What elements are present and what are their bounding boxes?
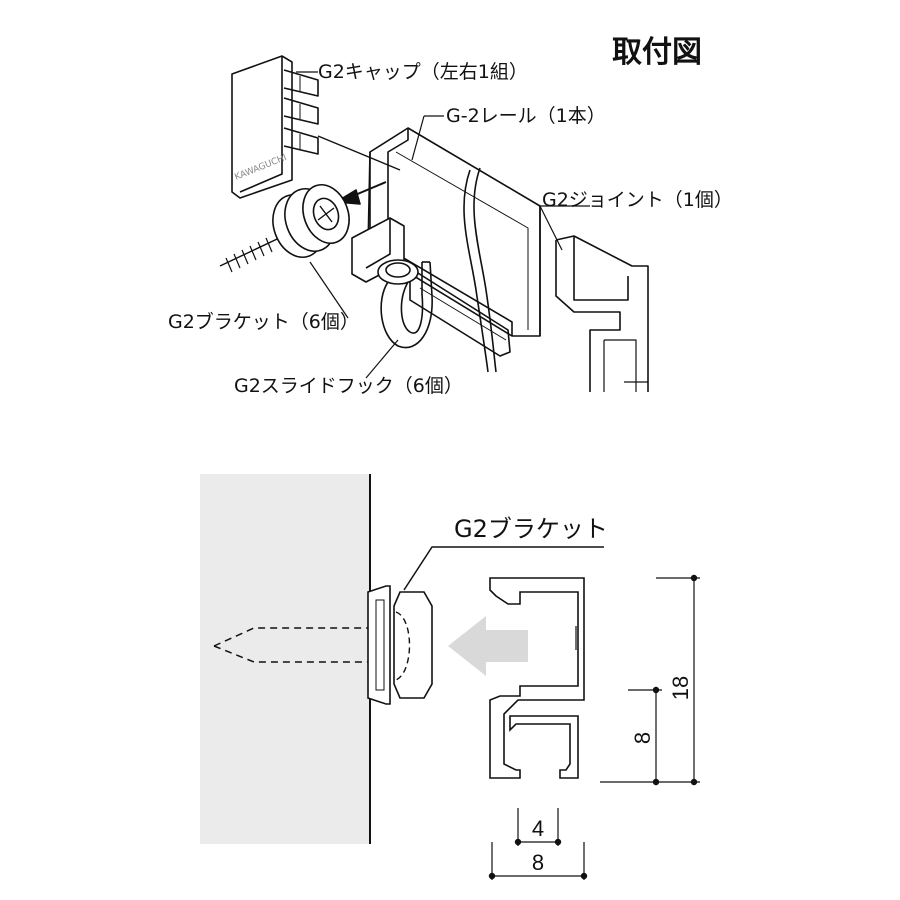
label-cap: G2キャップ（左右1組） — [318, 61, 528, 83]
dimension-lines — [488, 574, 700, 880]
dim-height-total: 18 — [668, 676, 693, 700]
section-bracket-label: G2ブラケット — [454, 515, 608, 543]
direction-arrow — [448, 616, 528, 676]
bracket — [219, 184, 350, 273]
diagram-title: 取付図 — [612, 35, 702, 70]
assembly-illustration: KAWAGUCHI — [219, 55, 649, 392]
section-leader — [403, 546, 604, 591]
rail-profile — [489, 577, 585, 779]
leader-lines — [296, 71, 590, 379]
section-diagram: G2ブラケット — [200, 474, 700, 880]
label-hook: G2スライドフック（6個） — [234, 375, 463, 397]
bracket-section — [367, 585, 433, 705]
slide-hook — [351, 217, 433, 349]
label-bracket: G2ブラケット（6個） — [168, 310, 359, 333]
label-rail: G-2レール（1本） — [446, 105, 606, 127]
dim-width-slot: 4 — [532, 816, 544, 841]
part-labels: G2キャップ（左右1組） G-2レール（1本） G2ジョイント（1個） G2ブラ… — [168, 61, 733, 397]
screw-hidden — [213, 627, 384, 663]
label-joint: G2ジョイント（1個） — [542, 189, 733, 211]
dim-height-lower: 8 — [630, 732, 655, 744]
end-cap: KAWAGUCHI — [231, 55, 319, 199]
joint — [555, 235, 649, 392]
dim-width-total: 8 — [532, 850, 544, 875]
wall — [200, 474, 370, 844]
